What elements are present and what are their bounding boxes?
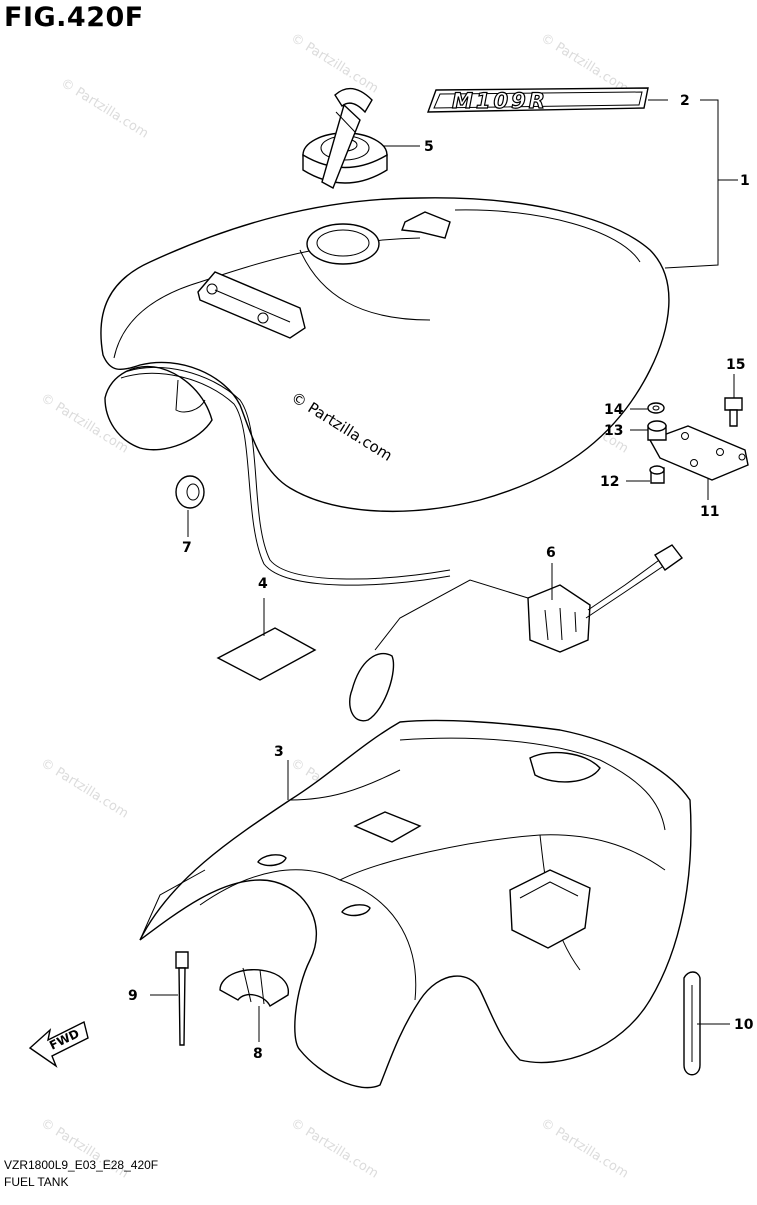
callout-15: 15 [726,357,745,373]
watermark-text: © Partzilla.com [38,756,131,822]
watermark-text: © Partzilla.com [538,1116,631,1182]
callout-5: 5 [424,139,434,155]
fuel-sensor-part-6 [349,544,683,722]
spacer-part-13 [647,420,667,441]
leader-lines [150,99,738,1042]
callout-13: 13 [604,423,623,439]
watermark-text: © Partzilla.com [538,31,631,97]
fuel-tank-part-1: © Partzilla.com [100,197,670,586]
callout-10: 10 [734,1017,754,1033]
callout-4: 4 [258,576,268,592]
callout-2: 2 [680,93,690,109]
model-code: VZR1800L9_E03_E28_420F [4,1158,159,1172]
plate-part-11 [648,425,749,481]
callout-6: 6 [546,545,556,561]
cable-tie-part-9 [175,951,189,1046]
grommet-part-7 [175,475,205,509]
washer-part-14 [647,402,665,414]
nut-part-12 [649,465,665,484]
callout-8: 8 [253,1046,263,1062]
pad-part-4 [216,627,317,681]
emblem-text: M109R [452,89,548,113]
callout-11: 11 [700,504,719,520]
watermark-text: © Partzilla.com [288,1116,381,1182]
callout-12: 12 [600,474,619,490]
section-name: FUEL TANK [4,1175,69,1189]
emblem-part-2: M109R [426,87,649,114]
fwd-arrow-icon: FWD [28,1020,89,1068]
clamp-part-8 [219,967,290,1008]
callout-14: 14 [604,402,624,418]
callout-7: 7 [182,540,192,556]
callouts: 1 2 3 4 5 6 7 8 9 10 11 12 13 14 15 [128,93,754,1062]
figure-title: FIG.420F [4,2,144,33]
tank-cover-part-3 [139,719,692,1089]
watermark-text: © Partzilla.com [58,76,151,142]
strap-part-10 [683,971,701,1076]
bolt-part-15 [724,397,743,427]
callout-1: 1 [740,173,750,189]
callout-9: 9 [128,988,138,1004]
callout-3: 3 [274,744,284,760]
fuel-cap-part-5 [302,87,388,189]
watermark-text: © Partzilla.com [288,31,381,97]
